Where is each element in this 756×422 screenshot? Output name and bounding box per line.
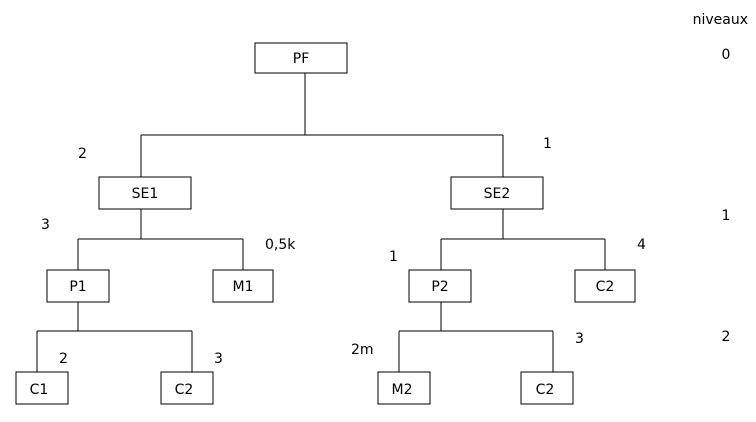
node-se2-label: SE2 xyxy=(484,186,511,202)
node-pf: PF xyxy=(254,42,348,74)
quantity-p1: 3 xyxy=(41,217,50,233)
node-c2-under-p1-label: C2 xyxy=(175,382,194,398)
node-m1: M1 xyxy=(212,269,274,303)
level-2: 2 xyxy=(722,329,731,345)
node-c2-under-p2-box xyxy=(520,371,574,405)
node-m2-box xyxy=(377,371,431,405)
node-c1-box xyxy=(15,371,69,405)
node-p1-box xyxy=(46,269,110,303)
node-se1-box xyxy=(98,176,192,210)
node-se1: SE1 xyxy=(98,176,192,210)
node-p2-box xyxy=(408,269,472,303)
node-m1-box xyxy=(212,269,274,303)
quantity-c1: 2 xyxy=(59,351,68,367)
quantity-annotations: 2 1 3 0,5k 1 4 2 3 2m 3 xyxy=(41,136,646,367)
node-p1-label: P1 xyxy=(69,279,86,295)
node-c2-under-p1-box xyxy=(160,371,214,405)
node-p2-label: P2 xyxy=(431,279,448,295)
node-pf-box xyxy=(254,42,348,74)
node-m1-label: M1 xyxy=(233,279,254,295)
node-c1-label: C1 xyxy=(30,382,49,398)
node-se2: SE2 xyxy=(450,176,544,210)
node-c2-under-p1: C2 xyxy=(160,371,214,405)
quantity-m1: 0,5k xyxy=(265,237,296,253)
node-c2-level1-label: C2 xyxy=(596,279,615,295)
node-se2-box xyxy=(450,176,544,210)
quantity-se2: 1 xyxy=(543,136,552,152)
tree-connectors xyxy=(36,73,606,372)
node-c2-under-p2-label: C2 xyxy=(536,382,555,398)
levels-column: niveaux 0 1 2 xyxy=(693,12,748,345)
quantity-p2: 1 xyxy=(389,249,398,265)
node-c2-under-p2: C2 xyxy=(520,371,574,405)
node-p2: P2 xyxy=(408,269,472,303)
node-m2-label: M2 xyxy=(392,382,413,398)
node-c2-level1: C2 xyxy=(574,269,636,303)
node-se1-label: SE1 xyxy=(132,186,159,202)
level-0: 0 xyxy=(722,47,731,63)
quantity-c2-under-p1: 3 xyxy=(214,351,223,367)
quantity-c2-level1: 4 xyxy=(637,237,646,253)
quantity-m2: 2m xyxy=(351,342,374,358)
node-m2: M2 xyxy=(377,371,431,405)
node-c1: C1 xyxy=(15,371,69,405)
node-pf-label: PF xyxy=(293,51,310,67)
node-c2-level1-box xyxy=(574,269,636,303)
level-1: 1 xyxy=(722,208,731,224)
quantity-c2-under-p2: 3 xyxy=(575,331,584,347)
quantity-se1: 2 xyxy=(78,146,87,162)
levels-header: niveaux xyxy=(693,12,748,28)
node-p1: P1 xyxy=(46,269,110,303)
